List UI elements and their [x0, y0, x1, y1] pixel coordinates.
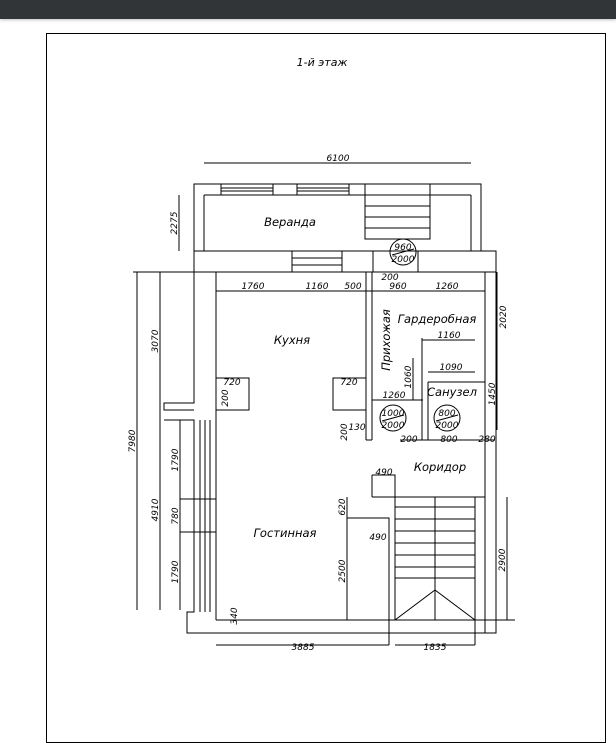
dim-label-d620: 620 [338, 498, 348, 515]
dim-label-d7980: 7980 [128, 429, 138, 452]
dim-label-d720_right: 720 [340, 378, 357, 388]
room-wardrobe: Гардеробная [398, 312, 477, 326]
dim-label-d3070: 3070 [151, 329, 161, 352]
dim-label-veranda_depth: 2275 [170, 211, 180, 234]
dim-label-d4910: 4910 [151, 498, 161, 521]
dim-label-d2020: 2020 [499, 305, 509, 328]
dim-label-d720_left: 720 [223, 378, 240, 388]
dim-label-d1790_bot: 1790 [171, 560, 181, 583]
door-kitchen: 1000 2000 [379, 404, 407, 432]
room-labels: Веранда Кухня Прихожая Гардеробная Сануз… [254, 215, 478, 540]
room-veranda: Веранда [264, 215, 316, 229]
dim-label-d2500: 2500 [338, 559, 348, 582]
sheet-title: 1-й этаж [297, 56, 348, 69]
dim-label-d1090: 1090 [440, 363, 463, 373]
dim-label-d1160: 1160 [306, 282, 329, 292]
dim-label-d490_bot: 490 [369, 533, 386, 543]
dim-label-d280: 280 [478, 435, 495, 445]
room-kitchen: Кухня [274, 333, 310, 347]
dim-label-h: 2000 [382, 421, 405, 431]
room-bathroom: Санузел [427, 385, 478, 399]
dim-label-h: 2000 [392, 255, 415, 265]
door-entrance: 960 2000 [389, 238, 417, 266]
dim-label-d200_mid: 200 [340, 423, 350, 440]
dim-label-d3885: 3885 [292, 643, 315, 653]
dim-label-w: 800 [438, 409, 455, 419]
dim-label-w: 960 [394, 243, 411, 253]
dim-label-d1060: 1060 [404, 365, 414, 388]
room-corridor: Коридор [414, 460, 466, 474]
door-bathroom: 800 2000 [433, 404, 461, 432]
dim-label-d200_top: 200 [381, 273, 398, 283]
drawing-sheet [46, 33, 606, 743]
dim-label-d1835: 1835 [424, 643, 447, 653]
dim-label-d2900: 2900 [498, 548, 508, 571]
dim-label-d200_left: 200 [221, 389, 231, 406]
dim-label-d1260_mid: 1260 [383, 391, 406, 401]
dim-label-w: 1000 [382, 409, 405, 419]
dim-label-h: 2000 [436, 421, 459, 431]
dim-label-d780: 780 [171, 507, 181, 524]
dim-label-d1450: 1450 [488, 382, 498, 405]
dim-label-d1790_top: 1790 [171, 448, 181, 471]
dim-label-d490_top: 490 [375, 468, 392, 478]
walls [133, 183, 515, 645]
dim-label-total_width: 6100 [327, 154, 350, 164]
room-hall: Прихожая [379, 309, 393, 371]
dim-label-d1260_top: 1260 [436, 282, 459, 292]
dimension-labels: 6100 2275 1760 1160 500 200 960 1260 202… [128, 154, 509, 653]
dim-label-d960: 960 [389, 282, 406, 292]
dim-label-d1160_wardrobe: 1160 [438, 331, 461, 341]
dim-label-d200_bot: 200 [400, 435, 417, 445]
dim-label-d340: 340 [230, 607, 240, 624]
dim-label-d1760: 1760 [242, 282, 265, 292]
dim-label-d130: 130 [348, 423, 365, 433]
dim-label-d500: 500 [344, 282, 361, 292]
dim-label-d800: 800 [440, 435, 457, 445]
viewer-toolbar [0, 0, 616, 19]
door-markers: 960 2000 1000 2000 800 2000 [379, 238, 461, 432]
room-living: Гостинная [254, 526, 317, 540]
dimension-lines [136, 162, 508, 646]
